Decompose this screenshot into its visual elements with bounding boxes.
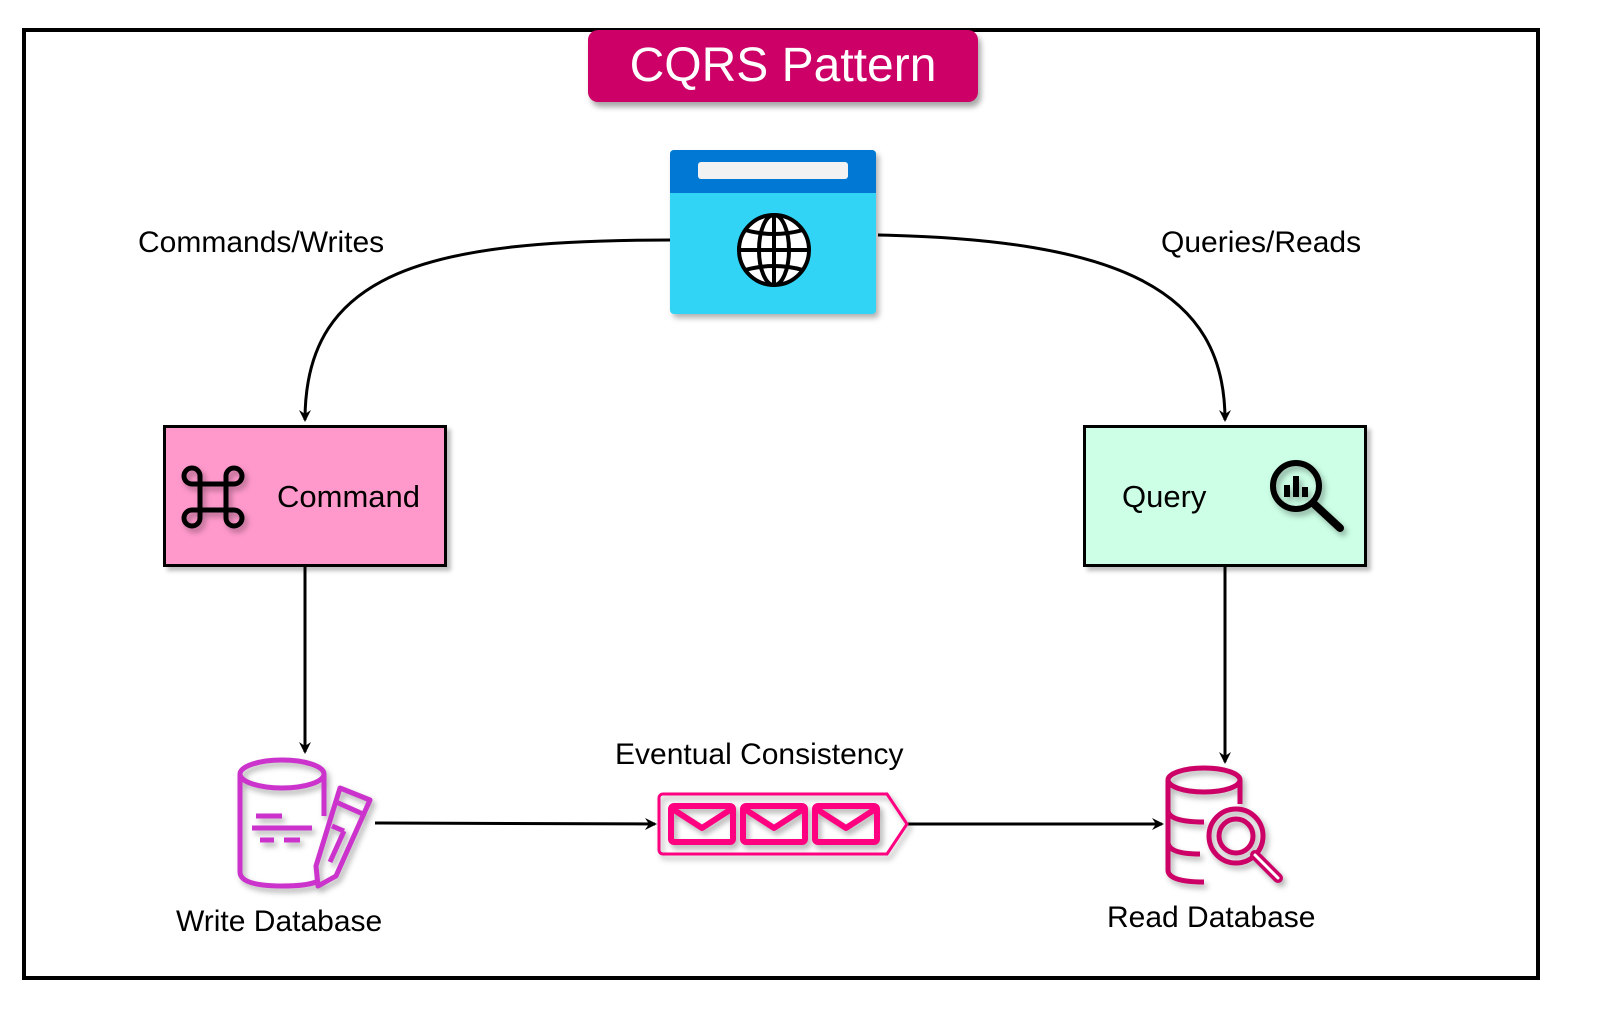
edge-client-to-query	[877, 233, 1231, 422]
search-chart-icon	[1266, 456, 1350, 540]
write-database-label: Write Database	[176, 905, 383, 938]
command-box[interactable]: Command	[163, 425, 447, 567]
query-label: Query	[1122, 479, 1207, 514]
queries-reads-label: Queries/Reads	[1161, 226, 1362, 259]
edge-client-to-command	[299, 238, 671, 422]
read-database-label: Read Database	[1107, 901, 1316, 934]
query-box[interactable]: Query	[1083, 425, 1367, 567]
message-queue-icon	[657, 792, 909, 856]
database-edit-icon	[236, 756, 376, 890]
command-key-icon	[180, 464, 246, 530]
edge-writedb-to-queue	[374, 817, 657, 830]
database-search-icon	[1164, 764, 1288, 888]
diagram-title: CQRS Pattern	[588, 30, 978, 102]
commands-writes-label: Commands/Writes	[138, 226, 385, 259]
browser-globe-icon	[670, 150, 876, 314]
eventual-consistency-label: Eventual Consistency	[615, 738, 904, 771]
command-label: Command	[277, 479, 420, 514]
